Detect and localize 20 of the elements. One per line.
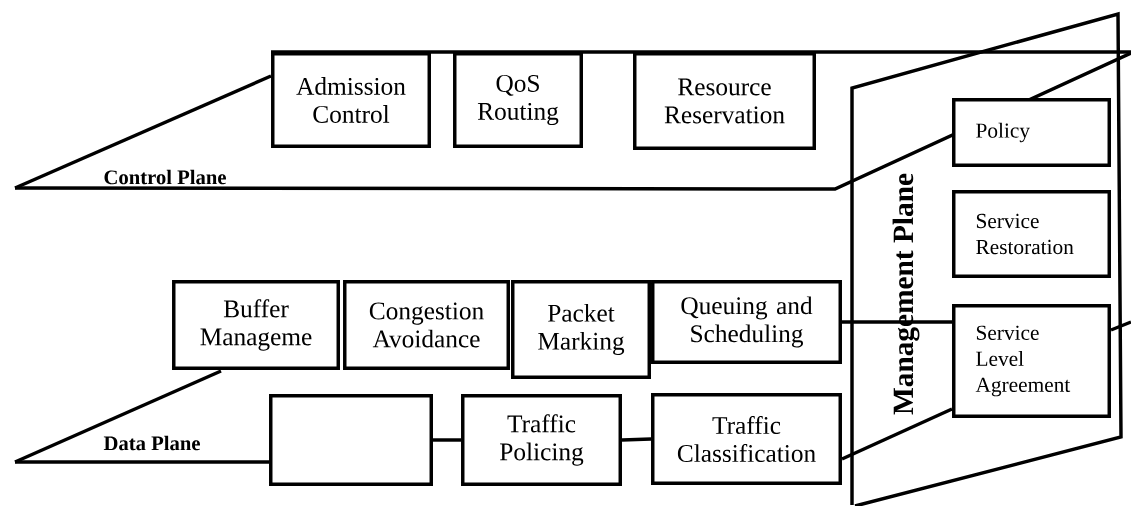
process-box: Resource Reservation	[633, 52, 816, 150]
plane-label: Data Plane	[103, 435, 200, 451]
process-box: Queuing and Scheduling	[651, 280, 842, 364]
connector-line	[433, 438, 462, 442]
process-box: Admission Control	[271, 52, 431, 148]
plane-label: Control Plane	[104, 169, 226, 185]
process-box: Congestion Avoidance	[343, 280, 510, 370]
process-box: Service Restoration	[952, 190, 1111, 278]
process-box: Policy	[952, 98, 1111, 167]
empty-box	[269, 394, 433, 486]
process-box: Buffer Manageme	[172, 280, 340, 370]
plane-label: Management Plane	[892, 173, 920, 415]
process-box: Service Level Agreement	[952, 304, 1111, 418]
process-box: Packet Marking	[511, 280, 651, 379]
process-box: QoS Routing	[453, 52, 583, 148]
process-box: Traffic Classification	[651, 393, 842, 485]
connector-line	[621, 437, 652, 442]
process-box: Traffic Policing	[461, 394, 622, 486]
connector-line	[842, 320, 952, 324]
connector-line	[841, 407, 953, 461]
